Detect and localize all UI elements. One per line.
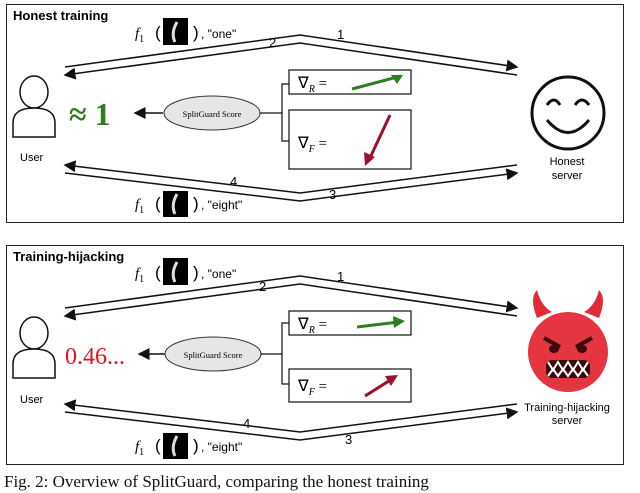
gradient-bracket (281, 322, 289, 385)
grad-f-label: ∇F = (297, 135, 327, 155)
arrow-number-3: 3 (345, 432, 352, 447)
label-one: , "one" (201, 267, 236, 281)
arrow-number-2: 2 (259, 279, 266, 294)
label-eight: , "eight" (201, 440, 242, 454)
server-label-2: server (552, 415, 583, 427)
grad-r-label: ∇R = (297, 316, 327, 336)
svg-text:): ) (193, 263, 199, 282)
arrow-number-2: 2 (269, 35, 276, 50)
svg-text:(: ( (155, 194, 161, 213)
panel-title: Honest training (13, 8, 108, 23)
svg-text:(: ( (155, 263, 161, 282)
server-label-2: server (552, 170, 583, 182)
f1-label-bottom: f1 (135, 439, 144, 458)
arrow-number-4: 4 (243, 416, 250, 431)
f1-label-bottom: f1 (135, 197, 144, 216)
svg-text:(: ( (155, 436, 161, 455)
score-label: SplitGuard Score (184, 350, 243, 360)
label-eight: , "eight" (201, 198, 242, 212)
digit-stroke (171, 21, 179, 43)
honest-training-panel: Honest training f1 ( ) , "one" 1 2 User … (6, 4, 624, 223)
devil-face-icon (528, 290, 608, 392)
score-value: 0.46... (65, 344, 125, 370)
server-label-1: Honest (550, 156, 585, 168)
honest-training-diagram: Honest training f1 ( ) , "one" 1 2 User … (12, 8, 606, 217)
score-value: ≈ 1 (69, 96, 111, 132)
grad-r-label: ∇R = (297, 75, 327, 95)
grad-f-box (288, 368, 412, 403)
figure-caption: Fig. 2: Overview of SplitGuard, comparin… (4, 472, 429, 491)
svg-text:): ) (193, 194, 199, 213)
training-hijacking-diagram: Training-hijacking f1 ( ) , "one" 1 2 Us… (12, 249, 610, 459)
user-label: User (20, 394, 44, 406)
panel-title: Training-hijacking (13, 249, 124, 264)
open-paren: ( (155, 23, 161, 42)
arrow-3 (64, 168, 519, 202)
training-hijacking-panel: Training-hijacking f1 ( ) , "one" 1 2 Us… (6, 245, 624, 465)
arrow-number-4: 4 (230, 174, 237, 189)
f1-label: f1 (135, 266, 144, 285)
arrow-3 (64, 407, 519, 441)
grad-f-label: ∇F = (297, 378, 327, 398)
grad-r-arrow (356, 320, 400, 329)
label-one: , "one" (201, 27, 236, 41)
server-label-1: Training-hijacking (524, 402, 610, 414)
grad-f-arrow (364, 377, 393, 398)
smiley-face-icon (530, 75, 606, 151)
arrow-2 (63, 283, 518, 321)
arrow-1 (64, 34, 519, 72)
user-icon (12, 316, 56, 379)
arrow-4 (63, 399, 518, 433)
arrow-number-3: 3 (329, 187, 336, 202)
arrow-1 (64, 275, 519, 313)
user-label: User (20, 152, 44, 164)
grad-r-box (288, 69, 412, 95)
score-label: SplitGuard Score (183, 109, 242, 119)
f1-label: f1 (135, 26, 144, 45)
arrow-2 (63, 42, 518, 80)
arrow-number-1: 1 (337, 27, 344, 42)
svg-text:): ) (193, 23, 199, 42)
grad-r-arrow (351, 74, 402, 91)
arrow-4 (63, 160, 518, 194)
grad-f-box (288, 109, 412, 170)
gradient-bracket (281, 83, 289, 142)
arrow-number-1: 1 (337, 269, 344, 284)
user-icon (12, 75, 56, 138)
grad-f-arrow (367, 114, 392, 161)
svg-text:): ) (193, 436, 199, 455)
